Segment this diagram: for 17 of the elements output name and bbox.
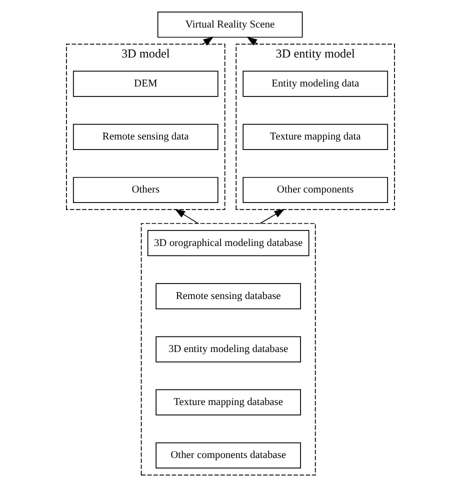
node-box: Others <box>72 176 218 204</box>
node-box: Virtual Reality Scene <box>157 12 303 38</box>
arrow <box>246 36 258 46</box>
node-box: Texture mapping database <box>156 389 301 416</box>
arrow <box>174 208 199 224</box>
arrow <box>202 36 214 46</box>
node-box: Other components database <box>156 442 301 468</box>
node-box: Entity modeling data <box>242 70 388 97</box>
node-box: Other components <box>242 176 388 204</box>
node-box: 3D entity modeling database <box>156 336 301 362</box>
node-box: DEM <box>72 70 218 97</box>
cluster <box>140 223 316 476</box>
node-box: Remote sensing data <box>72 124 218 150</box>
node-box: 3D orographical modeling database <box>147 230 310 256</box>
node-box: Texture mapping data <box>242 124 388 150</box>
arrow <box>260 208 285 224</box>
node-box: Remote sensing database <box>156 283 301 310</box>
